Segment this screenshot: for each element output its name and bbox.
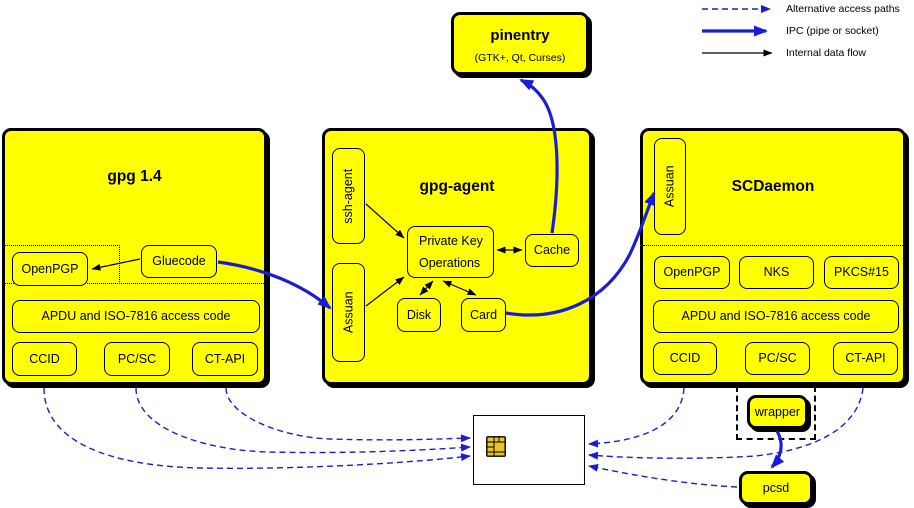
scdaemon-assuan-node: Assuan bbox=[654, 138, 686, 235]
gpg14-dotted-vert bbox=[119, 245, 120, 284]
scdaemon-box: SCDaemon Assuan OpenPGP NKS PKCS#15 APDU… bbox=[640, 128, 906, 385]
alt-scdaemon-ccid-to-card bbox=[588, 387, 685, 448]
gpgagent-assuan-node: Assuan bbox=[332, 263, 365, 362]
scdaemon-title: SCDaemon bbox=[731, 178, 815, 195]
gpg14-apdu-node: APDU and ISO-7816 access code bbox=[12, 300, 260, 333]
scdaemon-ccid-node: CCID bbox=[653, 342, 717, 375]
pinentry-box: pinentry (GTK+, Qt, Curses) bbox=[451, 12, 589, 75]
gpg14-pcsc-node: PC/SC bbox=[104, 342, 170, 376]
alt-gpg14-ccid-to-card bbox=[43, 387, 471, 470]
gpg14-dotted-bottom bbox=[5, 283, 264, 284]
gpg14-dotted-top bbox=[5, 245, 120, 246]
pinentry-title: pinentry bbox=[490, 27, 550, 44]
gpgagent-sshagent-label: ssh-agent bbox=[341, 168, 356, 224]
gpgagent-box: gpg-agent ssh-agent Assuan Private Key O… bbox=[322, 128, 592, 385]
alt-gpg14-ctapi-to-card bbox=[225, 387, 471, 443]
scdaemon-assuan-label: Assuan bbox=[662, 165, 677, 208]
gpgagent-cache-node: Cache bbox=[525, 234, 579, 267]
gpg14-box: gpg 1.4 OpenPGP Gluecode APDU and ISO-78… bbox=[2, 128, 267, 385]
alt-gpg14-pcsc-to-card bbox=[135, 387, 471, 454]
gpgagent-disk-node: Disk bbox=[397, 298, 441, 332]
legend-label-internal-data-flow: Internal data flow bbox=[786, 47, 866, 59]
pko-line2: Operations bbox=[419, 255, 481, 270]
pcsd-node: pcsd bbox=[739, 471, 813, 505]
gpgagent-assuan-label: Assuan bbox=[341, 291, 356, 334]
pko-line1: Private Key bbox=[419, 234, 483, 248]
gpg14-gluecode-node: Gluecode bbox=[141, 245, 217, 278]
gpg14-ccid-node: CCID bbox=[12, 342, 77, 376]
scdaemon-apdu-node: APDU and ISO-7816 access code bbox=[653, 300, 899, 333]
legend-label-alternative-access-paths: Alternative access paths bbox=[786, 3, 900, 15]
gpg14-openpgp-node: OpenPGP bbox=[12, 252, 88, 286]
gpgagent-title: gpg-agent bbox=[419, 178, 495, 195]
wrapper-node: wrapper bbox=[747, 395, 808, 429]
pinentry-subtitle: (GTK+, Qt, Curses) bbox=[474, 52, 566, 64]
gpgagent-card-node: Card bbox=[461, 298, 506, 332]
scdaemon-nks-node: NKS bbox=[739, 256, 814, 289]
scdaemon-pkcs15-node: PKCS#15 bbox=[824, 256, 899, 289]
scdaemon-dotted-line bbox=[643, 245, 903, 246]
scdaemon-ctapi-node: CT-API bbox=[833, 342, 898, 375]
scdaemon-openpgp-node: OpenPGP bbox=[654, 256, 730, 289]
legend-label-ipc: IPC (pipe or socket) bbox=[786, 25, 879, 37]
smartcard-chip-icon bbox=[486, 436, 506, 457]
gpg14-ctapi-node: CT-API bbox=[192, 342, 258, 376]
gpgagent-sshagent-node: ssh-agent bbox=[332, 148, 365, 244]
smartcard bbox=[473, 415, 585, 485]
scdaemon-pcsc-node: PC/SC bbox=[745, 342, 810, 375]
gpg14-title: gpg 1.4 bbox=[107, 168, 162, 185]
alt-scdaemon-ctapi-to-card bbox=[588, 387, 864, 460]
alt-pcsd-to-card bbox=[588, 463, 738, 488]
gpgagent-private-key-operations-node: Private Key Operations bbox=[407, 226, 494, 278]
